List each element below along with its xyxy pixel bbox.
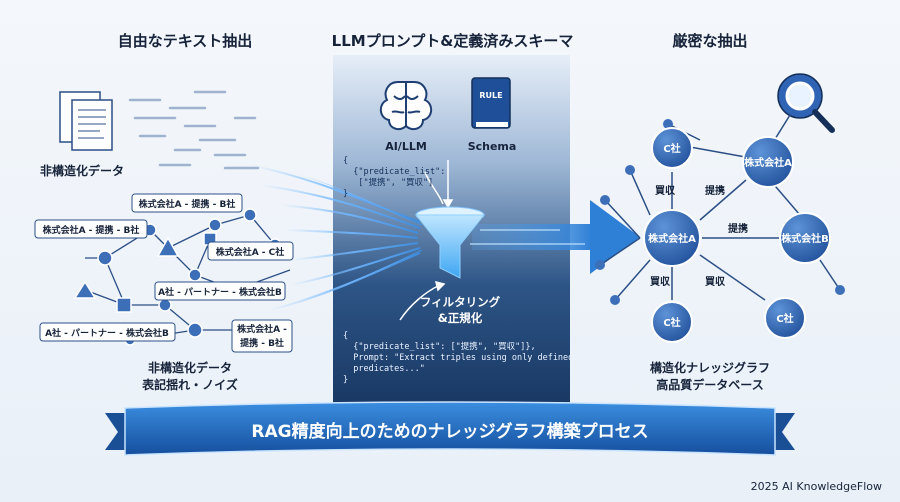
svg-text:C社: C社	[776, 312, 793, 325]
kg-edge-label-5: 買収	[705, 276, 726, 288]
kg-node-company-b: 株式会社B	[779, 212, 831, 264]
kg-node-c-top: C社	[651, 127, 693, 169]
flow-arrow	[470, 200, 640, 274]
svg-text:株式会社A -: 株式会社A -	[237, 323, 287, 335]
ai-llm-label: AI/LLM	[385, 140, 427, 153]
banner-ribbon	[105, 401, 795, 456]
magnifier-icon	[777, 73, 835, 133]
kg-edge-label-1: 買収	[655, 185, 676, 197]
svg-text:A社 - パートナー - 株式会社B: A社 - パートナー - 株式会社B	[45, 327, 169, 339]
funnel-label-line1: フィルタリング	[419, 295, 501, 309]
brain-icon	[379, 81, 433, 131]
left-box-3: 株式会社A - C社	[207, 241, 294, 261]
svg-text:C社: C社	[663, 142, 680, 155]
code-snippet-top: { {"predicate_list": ["提携", "買収"] }	[343, 156, 446, 199]
heading-center: LLMプロンプト&定義済みスキーマ	[331, 32, 574, 50]
funnel-label-line2: &正規化	[437, 311, 483, 325]
rule-label: RULE	[479, 91, 502, 100]
kg-edge-label-3: 提携	[728, 222, 748, 235]
banner-title: RAG精度向上のためのナレッジグラフ構築プロセス	[251, 422, 649, 442]
kg-node-c-bottom-left: C社	[651, 301, 693, 343]
documents-icon	[59, 91, 113, 151]
svg-text:株式会社A: 株式会社A	[744, 156, 792, 169]
left-document-label: 非構造化データ	[40, 164, 125, 178]
funnel-input-arrows	[424, 160, 454, 209]
heading-left: 自由なテキスト抽出	[117, 32, 253, 50]
left-box-5: A社 - パートナー - 株式会社B	[39, 322, 176, 342]
svg-text:株式会社A - 提携 - B社: 株式会社A - 提携 - B社	[43, 224, 140, 236]
svg-text:A社 - パートナー - 株式会社B: A社 - パートナー - 株式会社B	[158, 286, 282, 298]
kg-node-company-a: 株式会社A	[643, 209, 701, 267]
svg-text:株式会社A: 株式会社A	[648, 232, 696, 245]
scattered-text-lines	[128, 90, 260, 170]
svg-text:C社: C社	[663, 316, 680, 329]
kg-edge-label-2: 提携	[705, 184, 725, 197]
left-box-2: 株式会社A - 提携 - B社	[34, 219, 148, 239]
funnel-output-arrow	[399, 280, 446, 321]
right-caption-line1: 構造化ナレッジグラフ	[649, 361, 770, 375]
schema-label: Schema	[468, 140, 517, 153]
footer-credit: 2025 AI KnowledgeFlow	[750, 480, 882, 493]
left-box-1: 株式会社A - 提携 - B社	[131, 193, 243, 213]
funnel-icon	[414, 206, 486, 279]
left-caption-line2: 表記揺れ・ノイズ	[142, 378, 238, 392]
data-flow-streams	[249, 164, 423, 311]
left-box-6: 株式会社A - 提携 - B社	[231, 319, 293, 353]
kg-node-company-a-top: 株式会社A	[742, 136, 794, 188]
kg-edge-label-4: 買収	[650, 276, 671, 288]
knowledge-graph-small-nodes	[595, 119, 845, 305]
schema-book-icon: RULE	[471, 77, 511, 129]
right-caption-line2: 高品質データベース	[656, 378, 764, 392]
svg-text:提携 - B社: 提携 - B社	[240, 337, 284, 349]
svg-text:株式会社A - C社: 株式会社A - C社	[216, 246, 285, 258]
heading-right: 厳密な抽出	[672, 32, 748, 50]
left-caption-line1: 非構造化データ	[147, 361, 232, 375]
knowledge-graph-edges	[599, 114, 841, 301]
svg-text:株式会社A - 提携 - B社: 株式会社A - 提携 - B社	[139, 198, 236, 210]
left-box-4: A社 - パートナー - 株式会社B	[154, 281, 286, 301]
code-snippet-bottom: { {"predicate_list": ["提携", "買収"]}, Prom…	[343, 331, 574, 385]
kg-node-c-bottom-right: C社	[764, 297, 806, 339]
svg-text:株式会社B: 株式会社B	[781, 232, 829, 245]
